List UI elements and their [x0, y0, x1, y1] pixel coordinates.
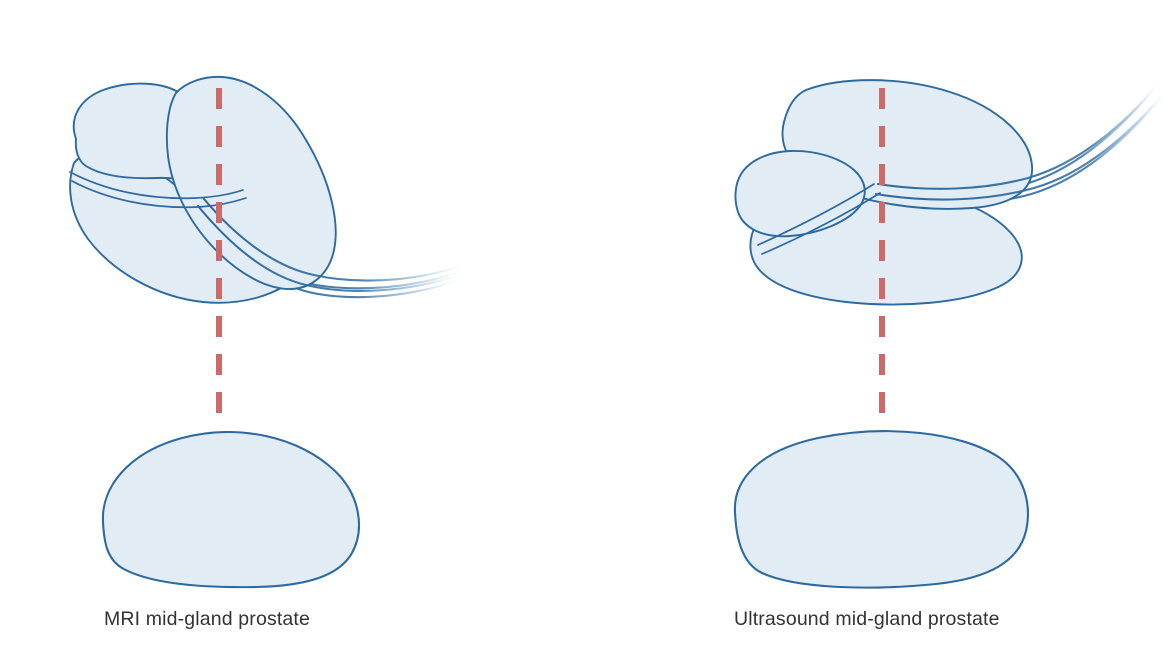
gland-crease-upper-mri — [69, 171, 244, 200]
probe-front-edge-b — [202, 197, 460, 282]
gland-crease-lower-us — [761, 192, 881, 255]
probe-front-edge-b — [874, 93, 1164, 201]
probe-front-edge-a — [196, 204, 458, 292]
probe-catheter-front-us — [874, 84, 1164, 201]
gland-crease-lower-mri — [71, 180, 247, 209]
mid-gland-cross-section-mri — [101, 430, 360, 589]
gland-lobe-main-right-mri — [165, 75, 337, 290]
mid-gland-cross-section-us — [733, 430, 1029, 589]
gland-crease-upper-us — [757, 183, 875, 246]
probe-catheter-front-mri — [196, 197, 460, 292]
caption-mri-mid-gland-prostate: MRI mid-gland prostate — [104, 608, 310, 630]
panel-ultrasound — [733, 79, 1164, 589]
panel-mri — [69, 75, 460, 589]
probe-front-edge-a — [876, 84, 1158, 190]
caption-ultrasound-mid-gland-prostate: Ultrasound mid-gland prostate — [734, 608, 1000, 630]
